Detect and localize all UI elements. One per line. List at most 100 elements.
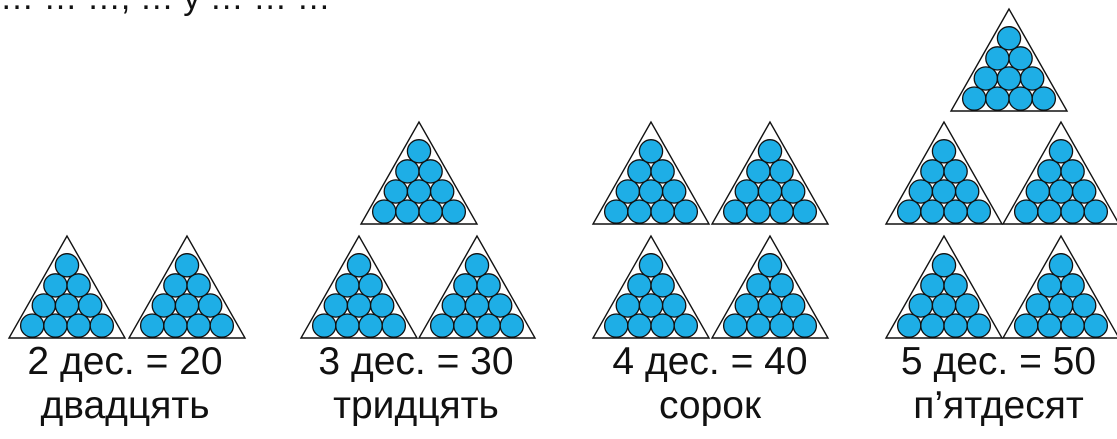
ball	[383, 179, 409, 204]
ball	[369, 293, 395, 318]
ball	[769, 273, 794, 298]
ball	[734, 293, 760, 318]
ball	[931, 179, 957, 204]
ten-triangle	[7, 234, 127, 339]
ball	[638, 139, 664, 164]
ball	[464, 293, 490, 318]
tens-group-4	[591, 120, 830, 339]
ten-triangle	[1001, 234, 1117, 339]
ball	[954, 179, 980, 204]
ball	[908, 179, 934, 204]
ball	[89, 313, 115, 338]
ball	[757, 253, 783, 278]
ball	[418, 159, 443, 184]
ball	[673, 199, 699, 224]
ball	[603, 199, 629, 224]
ball	[163, 313, 188, 338]
ball	[780, 179, 806, 204]
ball	[920, 313, 945, 338]
ball	[931, 139, 957, 164]
ball	[996, 66, 1022, 91]
ten-triangle	[127, 234, 247, 339]
ball	[346, 293, 372, 318]
ball	[1025, 179, 1051, 204]
ball	[487, 293, 513, 318]
ball	[1019, 66, 1045, 91]
ball	[323, 293, 349, 318]
ball	[371, 199, 397, 224]
ball	[163, 273, 188, 298]
ball	[1048, 253, 1074, 278]
group-caption-20: 2 дес. = 20 двадцять	[5, 340, 245, 428]
ball	[769, 313, 794, 338]
ball	[746, 313, 771, 338]
ball	[395, 199, 420, 224]
ball	[1048, 179, 1074, 204]
ball	[638, 253, 664, 278]
ball	[209, 313, 235, 338]
ball	[43, 273, 68, 298]
ball	[43, 313, 68, 338]
ball	[746, 159, 771, 184]
ball	[335, 313, 360, 338]
ball	[1037, 159, 1062, 184]
ball	[627, 313, 652, 338]
ball	[174, 253, 200, 278]
ball	[66, 273, 91, 298]
group-caption-30: 3 дес. = 30 тридцять	[296, 340, 536, 428]
ball	[603, 313, 629, 338]
ball	[1008, 86, 1033, 111]
ball	[943, 273, 968, 298]
number-word-label: двадцять	[40, 384, 210, 427]
ball	[792, 199, 818, 224]
ball	[174, 293, 200, 318]
number-word-label: сорок	[658, 384, 762, 427]
ball	[920, 273, 945, 298]
ball	[476, 313, 501, 338]
ten-triangle	[884, 234, 1004, 339]
ball	[769, 199, 794, 224]
ball	[418, 199, 443, 224]
ball	[931, 293, 957, 318]
ball	[627, 273, 652, 298]
ball	[650, 199, 675, 224]
number-word-label: тридцять	[333, 384, 499, 427]
ball	[381, 313, 407, 338]
ball	[54, 293, 80, 318]
ball	[1060, 273, 1085, 298]
ball	[197, 293, 223, 318]
ten-triangle	[591, 234, 711, 339]
ball	[358, 273, 383, 298]
ball	[661, 293, 687, 318]
ball	[746, 273, 771, 298]
group-caption-50: 5 дес. = 50 п’ятдесят	[880, 340, 1117, 428]
ten-triangle	[591, 120, 711, 225]
ball	[1037, 273, 1062, 298]
ball	[358, 313, 383, 338]
equation-label: 2 дес. = 20	[27, 340, 223, 383]
ball	[961, 86, 987, 111]
ball	[1013, 313, 1039, 338]
ball	[650, 159, 675, 184]
ball	[908, 293, 934, 318]
ball	[638, 293, 664, 318]
ball	[186, 313, 211, 338]
ball	[1025, 293, 1051, 318]
ball	[896, 199, 922, 224]
ball	[920, 199, 945, 224]
ball	[931, 253, 957, 278]
ball	[920, 159, 945, 184]
ball	[954, 293, 980, 318]
ball	[985, 86, 1010, 111]
ball	[757, 179, 783, 204]
ball	[1008, 46, 1033, 71]
ball	[673, 313, 699, 338]
ball	[627, 159, 652, 184]
ball	[966, 199, 992, 224]
group-caption-40: 4 дес. = 40 сорок	[590, 340, 830, 428]
ball	[453, 313, 478, 338]
ball	[77, 293, 103, 318]
ten-triangle	[710, 234, 830, 339]
ball	[453, 273, 478, 298]
